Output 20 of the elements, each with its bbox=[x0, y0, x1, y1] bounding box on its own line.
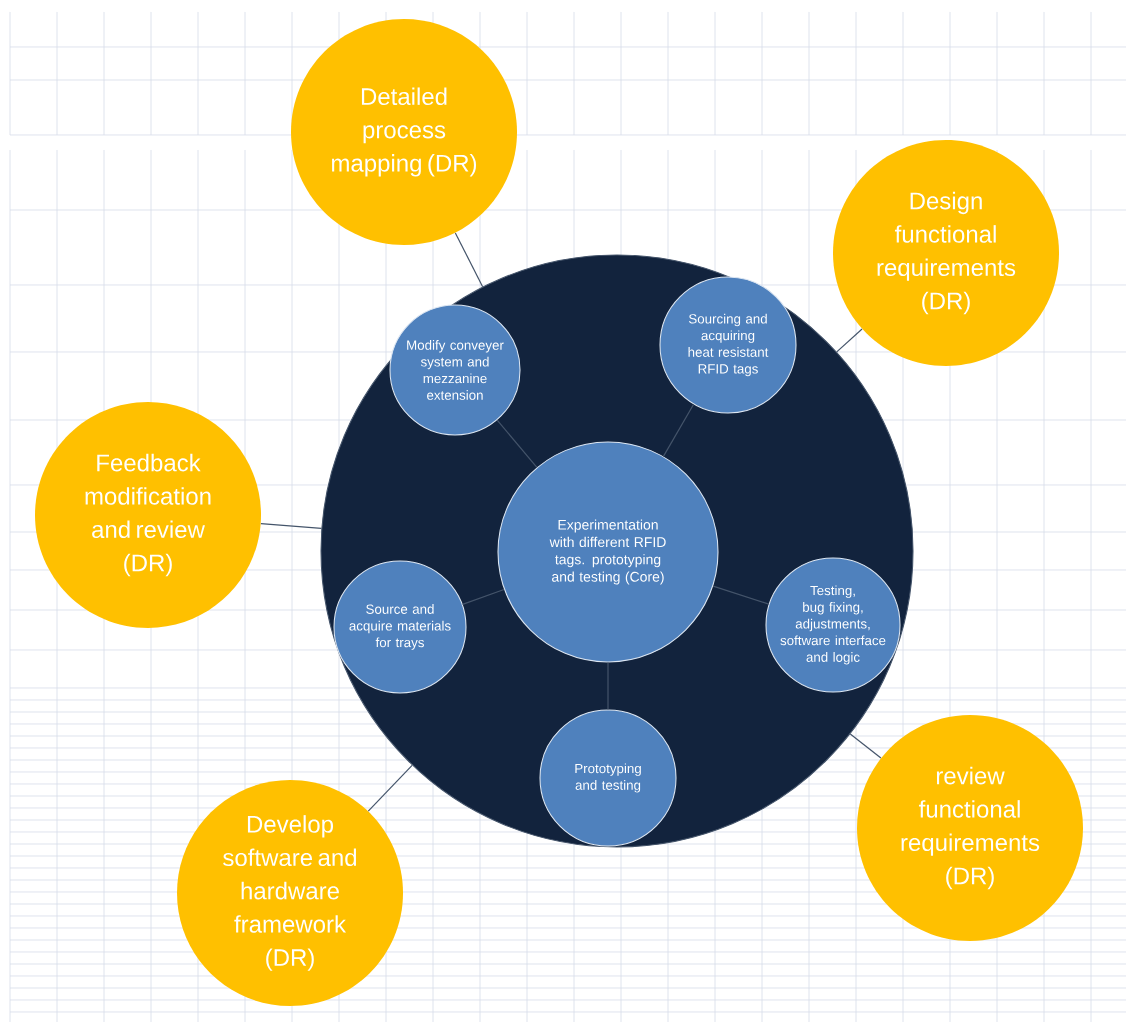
circle-node: review functional requirements (DR) bbox=[857, 715, 1083, 941]
circle-node: Design functional requirements (DR) bbox=[833, 140, 1059, 366]
connector-line bbox=[367, 764, 413, 812]
connector-line bbox=[849, 733, 882, 759]
circle-node: Sourcing and acquiring heat resistant RFID tags bbox=[659, 276, 797, 414]
circle-node: Feedback modification and review (DR) bbox=[35, 402, 261, 628]
connector-line bbox=[712, 585, 770, 605]
circle-node: Testing, bug fixing, adjustments, software interface and logic bbox=[765, 557, 901, 693]
circle-node: Develop software and hardware framework (DR) bbox=[177, 780, 403, 1006]
connector-line bbox=[462, 588, 505, 605]
connector-line bbox=[662, 403, 695, 457]
connector-line bbox=[836, 328, 863, 353]
circle-node: Modify conveyer system and mezzanine extension bbox=[389, 304, 521, 436]
circle-node: Experimentation with different RFID tags. prototyping and testing (Core) bbox=[497, 441, 719, 663]
connector-line bbox=[454, 232, 484, 288]
circle-node: Source and acquire materials for trays bbox=[333, 560, 467, 694]
circle-node: Detailed process mapping (DR) bbox=[291, 19, 517, 245]
connector-line bbox=[260, 523, 322, 529]
connector-line bbox=[496, 419, 538, 468]
circle-node: Prototyping and testing bbox=[539, 709, 677, 847]
